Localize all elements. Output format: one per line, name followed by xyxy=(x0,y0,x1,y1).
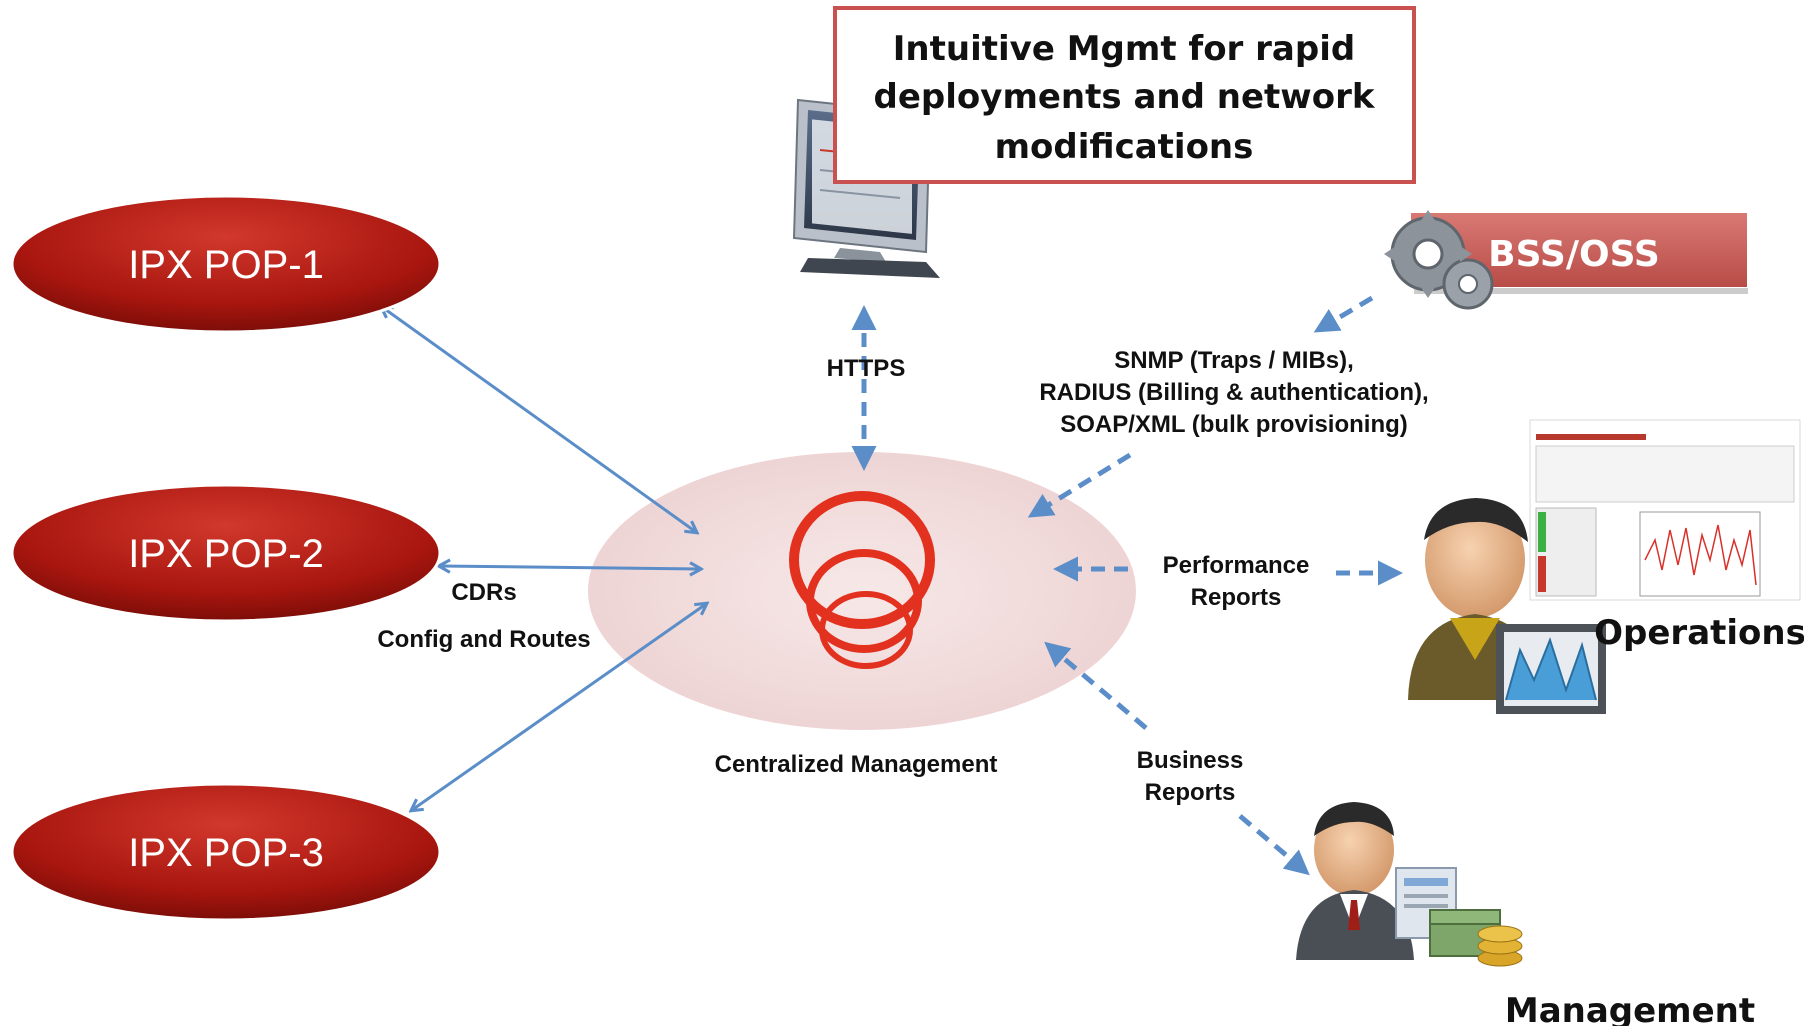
business-reports-label-1: Business xyxy=(1137,747,1244,774)
bss-arrow-lower xyxy=(1027,452,1132,518)
protocol-label-snmp: SNMP (Traps / MIBs), xyxy=(1114,347,1354,374)
management-label: Management xyxy=(1505,991,1755,1026)
ipx-pop-1[interactable]: IPX POP-1 xyxy=(10,194,442,334)
ipx-pop-2[interactable]: IPX POP-2 xyxy=(10,483,442,623)
mgmt-box-line-3: modifications xyxy=(995,127,1254,167)
link-pop1-arrow xyxy=(382,307,696,532)
centralized-management-label: Centralized Management xyxy=(715,751,998,778)
business-reports-label-2: Reports xyxy=(1145,779,1236,806)
link-pop3-arrow xyxy=(412,604,706,810)
https-label: HTTPS xyxy=(827,355,906,382)
bss-arrow-upper xyxy=(1313,295,1374,333)
mgmt-info-box: Intuitive Mgmt for rapid deployments and… xyxy=(833,6,1416,184)
config-routes-label: Config and Routes xyxy=(377,626,590,653)
gears-icon xyxy=(1384,210,1494,310)
performance-reports-label-2: Reports xyxy=(1191,584,1282,611)
mgmt-box-line-1: Intuitive Mgmt for rapid xyxy=(893,29,1355,69)
ipx-pop-1-label: IPX POP-1 xyxy=(128,243,324,287)
ipx-pop-3-label: IPX POP-3 xyxy=(128,831,324,875)
ipx-pop-3[interactable]: IPX POP-3 xyxy=(10,782,442,922)
business-arrow-out xyxy=(1238,814,1310,876)
performance-reports-label-1: Performance xyxy=(1163,552,1310,579)
operations-label: Operations xyxy=(1594,613,1804,653)
mgmt-box-line-2: deployments and network xyxy=(874,77,1376,117)
ipx-pop-2-label: IPX POP-2 xyxy=(128,532,324,576)
cdrs-label: CDRs xyxy=(451,579,516,606)
operations-person-icon xyxy=(1408,498,1606,714)
company-logo-icon xyxy=(789,491,935,669)
protocol-label-radius: RADIUS (Billing & authentication), xyxy=(1039,379,1428,406)
operations-report-screenshot xyxy=(1529,419,1801,601)
bss-oss-label: BSS/OSS xyxy=(1488,234,1660,275)
link-pop2-arrow xyxy=(440,566,700,569)
management-person-icon xyxy=(1296,802,1523,967)
protocol-label-soap: SOAP/XML (bulk provisioning) xyxy=(1060,411,1408,438)
